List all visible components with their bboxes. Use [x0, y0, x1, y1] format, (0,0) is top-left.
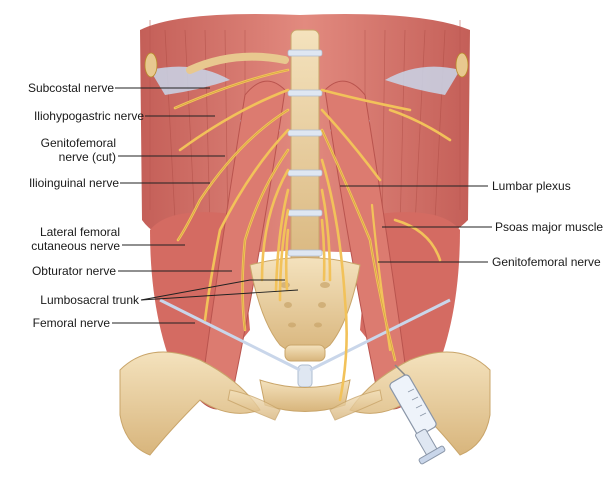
label-obturator-nerve: Obturator nerve	[31, 264, 116, 278]
label-lumbar-plexus: Lumbar plexus	[492, 179, 571, 193]
vertebral-column	[287, 29, 323, 281]
label-genitofemoral-cut-line2: nerve (cut)	[58, 150, 116, 164]
label-genitofemoral-nerve: Genitofemoral nerve	[492, 255, 601, 269]
label-psoas-major-muscle: Psoas major muscle	[495, 220, 604, 234]
psoas-major-muscles	[199, 80, 411, 410]
nerve-outline	[174, 69, 396, 361]
label-lateral-femoral-line1: Lateral femoral	[39, 225, 120, 239]
label-lateral-femoral-line2: cutaneous nerve	[31, 239, 120, 253]
label-subcostal-nerve: Subcostal nerve	[27, 81, 114, 95]
leader-lines	[112, 87, 492, 324]
inguinal-ligaments	[159, 298, 451, 372]
label-iliohypogastric-nerve: Iliohypogastric nerve	[33, 109, 144, 123]
label-femoral-nerve: Femoral nerve	[32, 316, 110, 330]
label-genitofemoral-cut-line1: Genitofemoral	[40, 136, 116, 150]
label-lumbosacral-trunk: Lumbosacral trunk	[40, 293, 139, 307]
syringe-needle	[389, 364, 446, 465]
twelfth-rib	[186, 52, 289, 74]
label-ilioinguinal-nerve: Ilioinguinal nerve	[28, 176, 119, 190]
